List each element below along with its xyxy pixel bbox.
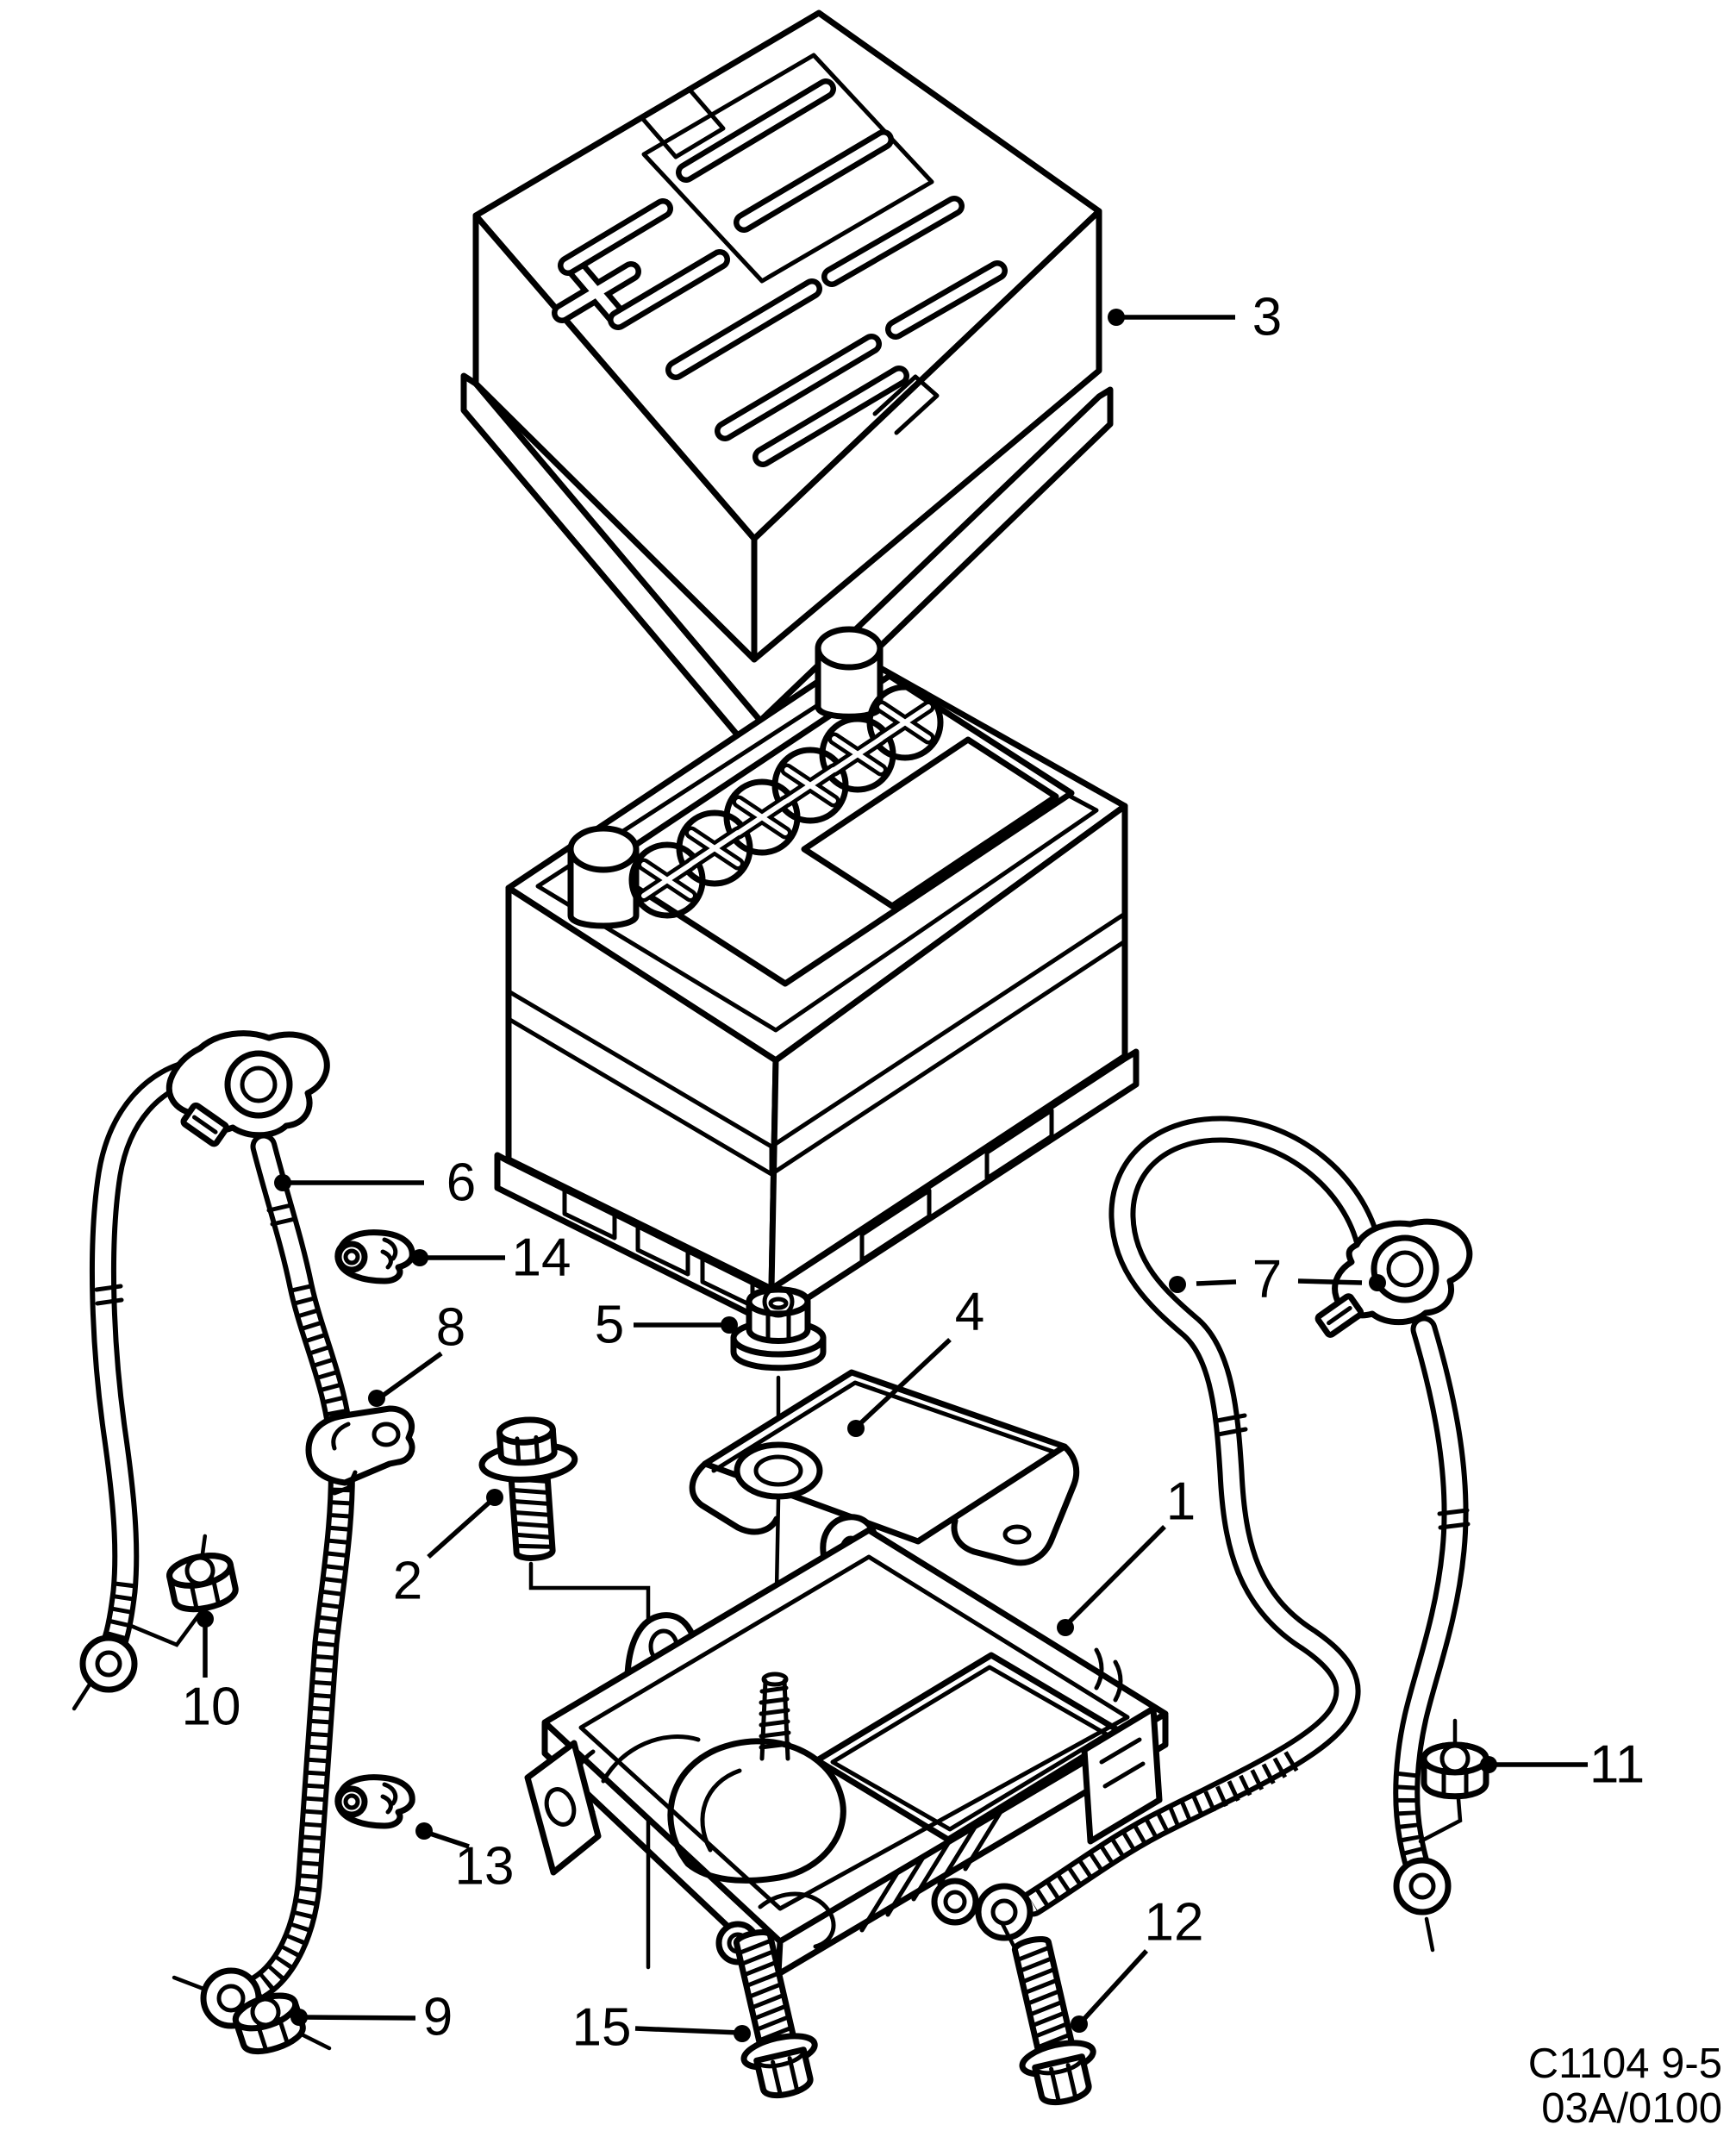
- bolt-12-drawing: [1011, 1936, 1096, 2106]
- leader-dot-14: [411, 1249, 428, 1266]
- leader-line-9: [301, 2015, 416, 2021]
- part-callout-12: 12: [1145, 1893, 1204, 1953]
- leader-line-4: [854, 1337, 952, 1430]
- positive-terminal-clamp: [1314, 1218, 1473, 1338]
- negative-cable-drawing: [72, 1030, 355, 2051]
- leader-line-15: [634, 2026, 740, 2035]
- leader-line-7: [1196, 1279, 1237, 1286]
- part-callout-14: 14: [512, 1228, 571, 1288]
- cable-clip-drawing: [305, 1405, 415, 1496]
- leader-dot-7: [1169, 1276, 1186, 1293]
- callouts-layer: 3 6 14 8 5 4 2 1 7 10 13 9 15 12 11: [182, 288, 1645, 2058]
- part-callout-11: 11: [1589, 1735, 1645, 1795]
- leader-dot-11: [1480, 1756, 1497, 1773]
- battery-drawing: [494, 626, 1140, 1327]
- battery-cell-caps: [628, 684, 944, 919]
- part-callout-15: 15: [572, 1998, 632, 2058]
- part-callout-8: 8: [436, 1298, 465, 1358]
- leader-dot-15: [734, 2025, 751, 2042]
- nut-10-drawing: [166, 1534, 239, 1613]
- leader-dot-12: [1071, 2015, 1088, 2033]
- flange-nut-drawing: [730, 1285, 827, 1372]
- positive-cable-drawing: [975, 1115, 1473, 1953]
- leader-dot-3: [1108, 309, 1125, 326]
- leader-line-12: [1079, 1949, 1149, 2023]
- negative-terminal-clamp: [165, 1030, 330, 1147]
- ring-terminal-positive-branch: [1393, 1857, 1452, 1953]
- leader-dot-10: [197, 1610, 214, 1628]
- leader-dot-2: [486, 1489, 503, 1506]
- leader-dot-9: [290, 2009, 308, 2026]
- leader-line-7: [1297, 1278, 1363, 1285]
- tray-stud: [759, 1672, 791, 1761]
- footer-text: C1104 9-5 03A/0100: [1528, 2040, 1722, 2131]
- leader-line-1: [1065, 1525, 1166, 1626]
- drawing-section: 03A/0100: [1541, 2085, 1722, 2131]
- part-callout-13: 13: [455, 1837, 515, 1897]
- part-callout-9: 9: [423, 1988, 453, 2047]
- leader-dot-1: [1057, 1619, 1074, 1636]
- part-callout-2: 2: [393, 1552, 422, 1611]
- part-callout-10: 10: [182, 1678, 241, 1737]
- battery-tray-drawing: [524, 1514, 1169, 1978]
- leader-dot-8: [368, 1390, 385, 1407]
- part-callout-7: 7: [1252, 1250, 1282, 1309]
- leader-line-2: [427, 1497, 495, 1559]
- part-callout-5: 5: [595, 1296, 624, 1355]
- battery-cover-drawing: [460, 9, 1114, 766]
- leader-dot-4: [847, 1420, 865, 1437]
- nut-9-drawing: [232, 1992, 306, 2055]
- leader-dot-5: [721, 1316, 738, 1334]
- part-callout-1: 1: [1166, 1472, 1196, 1532]
- terminal-cover-14-drawing: [334, 1229, 415, 1284]
- leader-dot-6: [274, 1174, 291, 1191]
- leader-dot-13: [415, 1822, 433, 1840]
- ring-terminal-positive-end: [975, 1883, 1033, 1941]
- cover-ridges: [558, 78, 1008, 467]
- part-callout-4: 4: [955, 1283, 984, 1342]
- drawing-number: C1104 9-5: [1528, 2040, 1722, 2087]
- terminal-cover-13-drawing: [338, 1778, 412, 1826]
- bolt-15-drawing: [733, 1929, 818, 2099]
- part-callout-3: 3: [1252, 288, 1282, 347]
- bolt-2-drawing: [478, 1416, 578, 1561]
- ring-terminal-negative-branch: [72, 1634, 138, 1711]
- plus-mark: [552, 259, 641, 326]
- nut-11-drawing: [1418, 1718, 1489, 1844]
- leader-line-13: [427, 1830, 470, 1849]
- leader-line-8: [375, 1351, 443, 1403]
- part-callout-6: 6: [446, 1153, 476, 1213]
- leader-dot-7: [1369, 1274, 1386, 1291]
